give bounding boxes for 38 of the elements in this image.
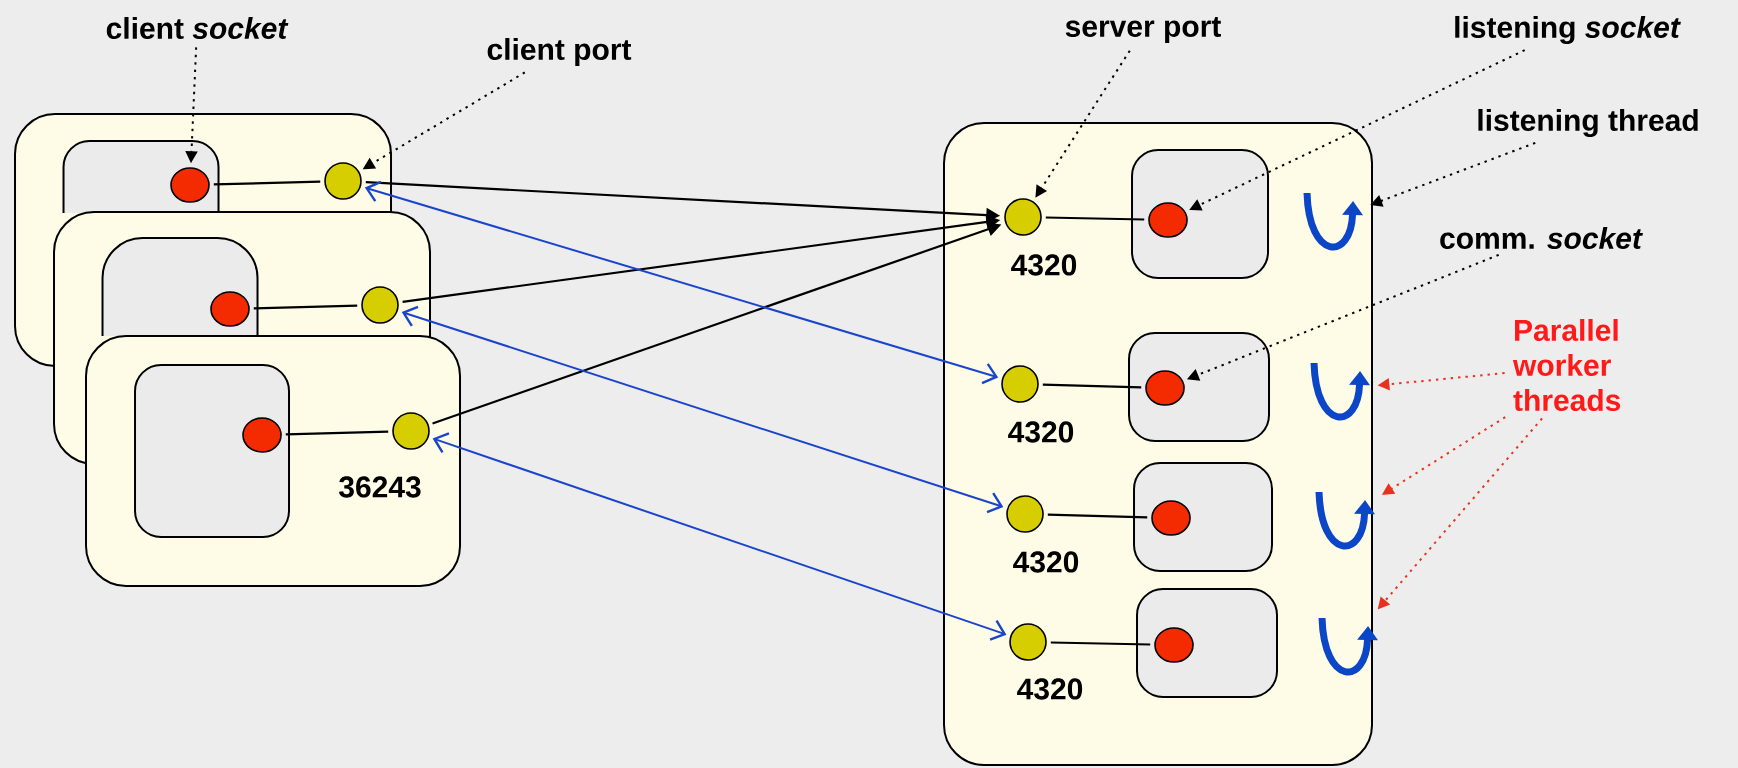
inner-box <box>134 364 290 538</box>
label: client socket <box>106 17 289 39</box>
label: client port <box>487 38 632 66</box>
arrow <box>432 432 1007 641</box>
inner-box <box>1131 149 1269 279</box>
port-dot <box>392 412 430 450</box>
label: listening thread <box>1478 108 1698 138</box>
connector-line <box>1042 383 1142 389</box>
label: server port <box>1065 17 1221 43</box>
socket-dot <box>1145 370 1185 406</box>
port-number: 4320 <box>1008 421 1074 443</box>
arrow <box>364 180 999 385</box>
port-dot <box>324 162 362 200</box>
socket-dot <box>242 417 282 453</box>
socket-dot <box>1148 202 1188 238</box>
label: comm. socket <box>1440 227 1643 249</box>
label: Parallel worker threads <box>1512 319 1621 411</box>
port-dot <box>1001 365 1039 403</box>
connector-line <box>1045 216 1145 221</box>
socket-dot <box>1151 500 1191 536</box>
connector-line <box>1050 641 1151 646</box>
connector-line <box>1047 513 1148 519</box>
port-number: 4320 <box>1011 254 1077 276</box>
port-dot <box>361 286 399 324</box>
socket-dot <box>210 291 250 327</box>
port-dot <box>1006 495 1044 533</box>
label: listening socket <box>1455 15 1681 45</box>
port-number: 36243 <box>339 476 421 498</box>
port-number: 4320 <box>1017 678 1083 700</box>
connector-line <box>253 304 358 310</box>
socket-dot <box>170 167 210 203</box>
port-number: 4320 <box>1013 551 1079 573</box>
arrow <box>401 305 1004 514</box>
connector-line <box>285 430 389 436</box>
port-dot <box>1004 198 1042 236</box>
port-dot <box>1009 623 1047 661</box>
connector-line <box>213 180 321 186</box>
socket-dot <box>1154 627 1194 663</box>
